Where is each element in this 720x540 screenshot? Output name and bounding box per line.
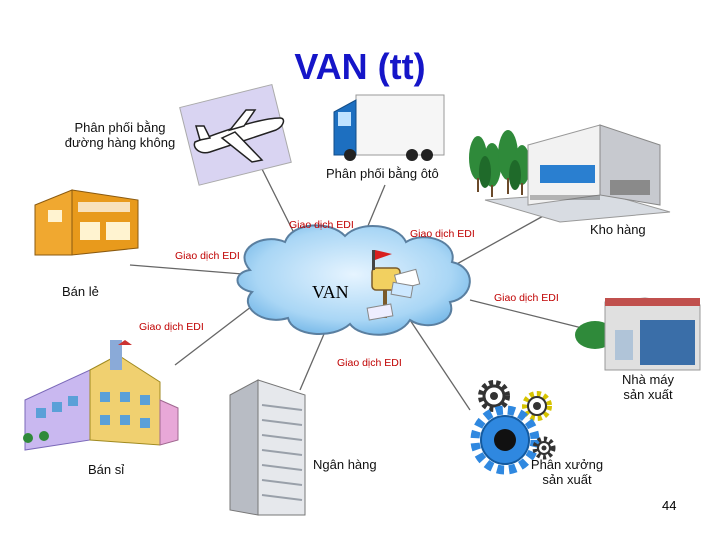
line-workshop <box>409 319 471 411</box>
bank-label: Ngân hàng <box>313 457 377 472</box>
line-wholesale <box>174 299 261 366</box>
line-factory <box>469 299 591 331</box>
warehouse-label: Kho hàng <box>590 222 646 237</box>
workshop-label: Phân xưởng sản xuất <box>530 457 604 487</box>
slide-title: VAN (tt) <box>294 46 426 87</box>
edi-label-factory: Giao dịch EDI <box>494 292 559 304</box>
wholesale-label: Bán sỉ <box>88 462 125 477</box>
edi-label-bank: Giao dịch EDI <box>337 357 402 369</box>
edi-label-retail: Giao dịch EDI <box>175 250 240 262</box>
edi-label-wholesale: Giao dịch EDI <box>139 321 204 333</box>
truck-label: Phân phối bằng ôtô <box>326 166 439 181</box>
edi-label-warehouse: Giao dịch EDI <box>410 228 475 240</box>
mailbox-icon <box>366 250 421 321</box>
retail-label: Bán lẻ <box>62 284 99 299</box>
line-warehouse <box>454 214 546 266</box>
air-label: Phân phối bằng đường hàng không <box>64 120 176 150</box>
van-hub-label: VAN <box>312 282 349 302</box>
edi-label-air: Giao dịch EDI <box>289 219 354 231</box>
line-retail <box>129 264 256 276</box>
factory-label: Nhà máy sản xuất <box>621 372 675 402</box>
page-number: 44 <box>662 498 677 513</box>
